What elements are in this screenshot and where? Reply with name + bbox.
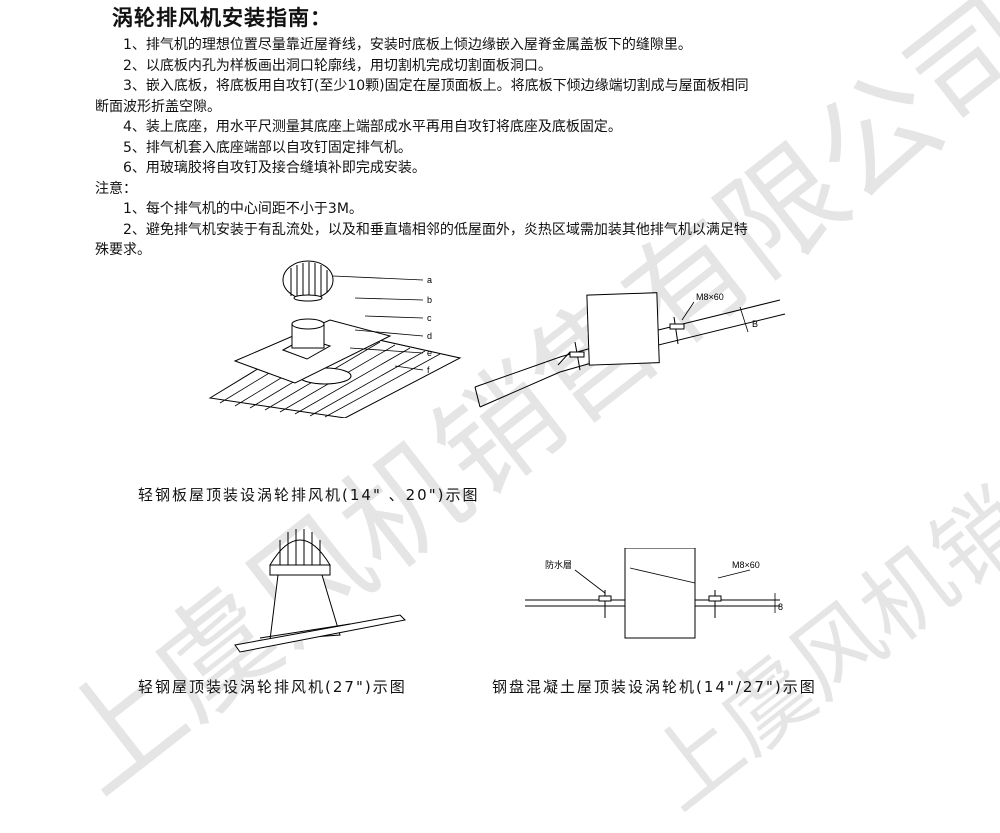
- base-sleeve-section: [586, 292, 660, 366]
- turbine-base: [269, 574, 341, 641]
- figure-sloped-section: M8×60 B: [474, 292, 786, 408]
- label-b: b: [427, 295, 432, 305]
- caption-figure-1: 轻钢板屋顶装设涡轮排风机(14" 、20")示图: [138, 486, 480, 504]
- step-4: 4、装上底座，用水平尺测量其底座上端部成水平再用自攻钉将底座及底板固定。: [123, 119, 622, 135]
- bolt-right-icon: [708, 590, 722, 618]
- step-3-cont: 断面波形折盖空隙。: [95, 98, 221, 115]
- turbine-head-icon: [282, 260, 334, 302]
- dim-label: B: [752, 319, 758, 329]
- figure-exploded-assembly: a b c d e f: [208, 260, 462, 418]
- bolt-left-icon: [598, 590, 612, 618]
- waterproof-label: 防水層: [545, 559, 572, 570]
- label-c: c: [427, 313, 432, 323]
- bolt-label: M8×60: [696, 292, 724, 302]
- figure-turbine-27: [234, 529, 407, 653]
- instructions: 1、排气机的理想位置尽量靠近屋脊线，安装时底板上倾边缘嵌入屋脊金属盖板下的缝隙里…: [95, 35, 935, 261]
- step-6: 6、用玻璃胶将自攻钉及接合缝填补即完成安装。: [123, 160, 426, 176]
- note-heading: 注意：: [95, 180, 137, 197]
- caption-figure-4: 钢盘混凝土屋顶装设涡轮机(14"/27")示图: [492, 678, 817, 696]
- turbine-head-icon: [269, 529, 331, 576]
- bolt-left-icon: [569, 341, 585, 371]
- label-f: f: [427, 365, 430, 375]
- bolt-label: M8×60: [732, 560, 760, 570]
- note-2-cont: 殊要求。: [95, 242, 151, 258]
- label-a: a: [427, 275, 432, 285]
- step-5: 5、排气机套入底座端部以自攻钉固定排气机。: [123, 139, 412, 156]
- bolt-right-icon: [669, 316, 685, 345]
- document-title: 涡轮排风机安装指南：: [112, 6, 332, 30]
- step-2: 2、以底板内孔为样板画出洞口轮廓线，用切割机完成切割面板洞口。: [123, 57, 552, 74]
- step-1: 1、排气机的理想位置尽量靠近屋脊线，安装时底板上倾边缘嵌入屋脊金属盖板下的缝隙里…: [123, 37, 692, 53]
- figure-concrete-section: 防水層 M8×60 8: [525, 548, 783, 639]
- base-sleeve-section: [624, 548, 696, 639]
- note-1: 1、每个排气机的中心间距不小于3M。: [123, 201, 363, 217]
- step-3: 3、嵌入底板，将底板用自攻钉(至少10颗)固定在屋顶面板上。将底板下倾边缘端切割…: [123, 78, 749, 94]
- label-e: e: [427, 348, 432, 358]
- label-d: d: [427, 331, 432, 341]
- dim-label: 8: [778, 602, 783, 612]
- caption-figure-3: 轻钢屋顶装设涡轮排风机(27")示图: [138, 678, 407, 696]
- note-2: 2、避免排气机安装于有乱流处，以及和垂直墙相邻的低屋面外，炎热区域需加装其他排气…: [123, 221, 748, 238]
